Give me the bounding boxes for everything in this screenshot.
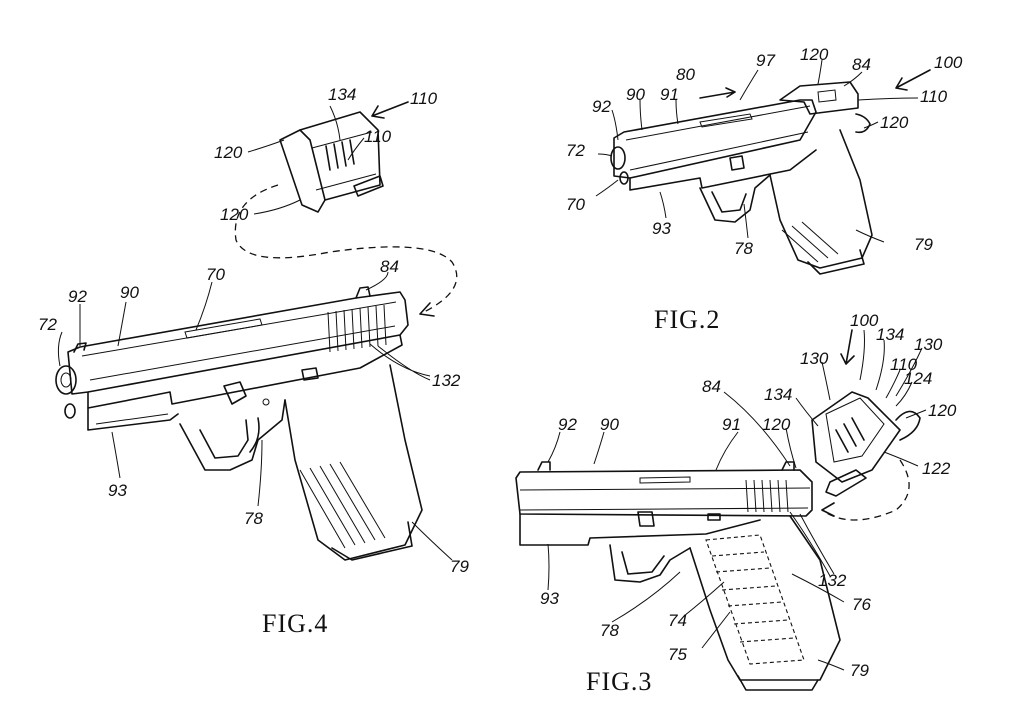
- fig4-insertion-path: [234, 184, 458, 315]
- fig2-ref-90: 90: [626, 85, 645, 104]
- fig3-ref-110: 110: [890, 355, 918, 374]
- fig2-ref-72: 72: [566, 141, 585, 160]
- fig3-ref-78: 78: [600, 621, 619, 640]
- fig3-ref-91: 91: [722, 415, 741, 434]
- fig3-pistol: [515, 461, 841, 691]
- fig4-ref-90: 90: [120, 283, 139, 302]
- fig3-insertion-path: [821, 459, 910, 521]
- fig3-ref-124: 124: [904, 369, 932, 388]
- fig4-ref-132: 132: [432, 371, 461, 390]
- fig2-direction-arrow-100: [895, 69, 931, 91]
- fig3-ref-84: 84: [702, 377, 721, 396]
- leader-lines: [57, 59, 927, 671]
- fig2-ref-91: 91: [660, 85, 679, 104]
- fig3-ref-122: 122: [922, 459, 951, 478]
- fig4-ref-78: 78: [244, 509, 263, 528]
- fig2-ref-78: 78: [734, 239, 753, 258]
- fig3-ref-132: 132: [818, 571, 847, 590]
- fig3-label: FIG.3: [586, 667, 652, 696]
- fig2-ref-79: 79: [914, 235, 933, 254]
- fig3-ref-100: 100: [850, 311, 879, 330]
- fig2-pistol: [610, 81, 873, 275]
- fig3-ref-75: 75: [668, 645, 687, 664]
- fig3-insertion-arrow: [821, 502, 835, 517]
- fig3-ref-130-right: 130: [914, 335, 943, 354]
- fig3-ref-130-left: 130: [800, 349, 829, 368]
- fig4-ref-120-bottom: 120: [220, 205, 249, 224]
- fig3-ref-79: 79: [850, 661, 869, 680]
- fig2-ref-120-top: 120: [800, 45, 829, 64]
- fig2-ref-92: 92: [592, 97, 611, 116]
- fig2-ref-93: 93: [652, 219, 671, 238]
- fig4-ref-79: 79: [450, 557, 469, 576]
- fig4-label: FIG.4: [262, 609, 328, 638]
- fig2-label: FIG.2: [654, 305, 720, 334]
- fig4-ref-92: 92: [68, 287, 87, 306]
- fig2-ref-110: 110: [920, 87, 948, 106]
- fig3-ref-74: 74: [668, 611, 687, 630]
- fig3-ref-134-top: 134: [876, 325, 904, 344]
- fig4-pistol: [55, 286, 423, 561]
- fig4-ref-70: 70: [206, 265, 225, 284]
- fig4-direction-arrow-110: [371, 101, 409, 119]
- fig3-ref-76: 76: [852, 595, 871, 614]
- fig2-ref-70: 70: [566, 195, 585, 214]
- fig3-ref-93: 93: [540, 589, 559, 608]
- fig4-insert: [279, 111, 384, 213]
- fig3-insert: [811, 391, 921, 497]
- fig3-ref-92: 92: [558, 415, 577, 434]
- fig2-ref-97: 97: [756, 51, 775, 70]
- fig4-ref-120-top: 120: [214, 143, 243, 162]
- fig3-direction-arrow-100: [840, 329, 855, 365]
- fig2-ref-120-right: 120: [880, 113, 909, 132]
- fig4-ref-134: 134: [328, 85, 356, 104]
- fig3-ref-134-left: 134: [764, 385, 792, 404]
- fig3-ref-120-right: 120: [928, 401, 957, 420]
- fig4-ref-110-top: 110: [410, 89, 438, 108]
- fig3-ref-120-left: 120: [762, 415, 791, 434]
- fig4-insertion-arrow: [419, 302, 435, 317]
- fig2-ref-80: 80: [676, 65, 695, 84]
- fig4-ref-110: 110: [364, 127, 392, 146]
- fig4-ref-72: 72: [38, 315, 57, 334]
- fig2-ref-84: 84: [852, 55, 871, 74]
- fig4-ref-84: 84: [380, 257, 399, 276]
- fig2-ref-100: 100: [934, 53, 963, 72]
- fig4-ref-93: 93: [108, 481, 127, 500]
- fig3-ref-90: 90: [600, 415, 619, 434]
